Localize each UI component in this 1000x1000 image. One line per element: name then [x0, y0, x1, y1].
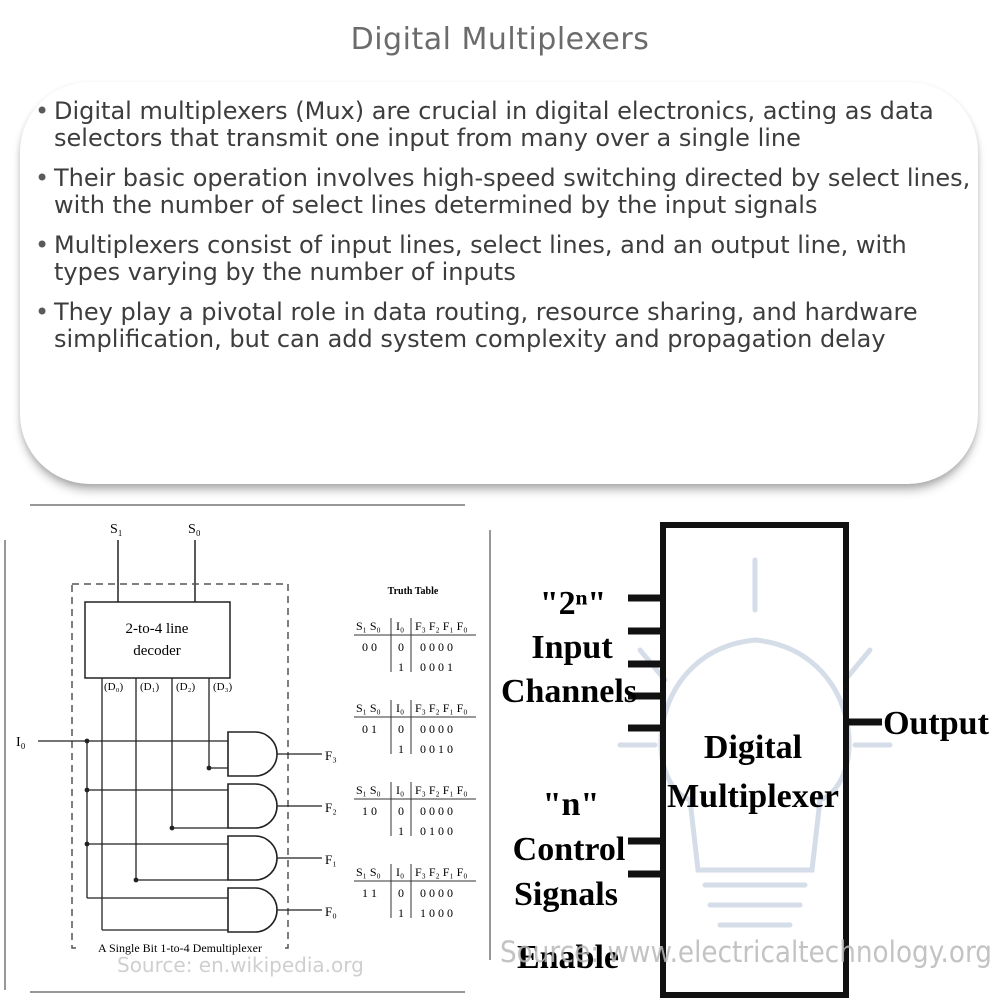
truth-table-input: 0 — [398, 886, 404, 900]
and-gate — [227, 835, 278, 881]
output-f3-label: F₃ — [325, 748, 337, 763]
truth-table-header: F₃ F₂ F₁ F₀ — [415, 701, 467, 715]
and-gate — [227, 783, 278, 829]
truth-table-input: 1 — [398, 906, 404, 920]
output-label: Output — [883, 705, 989, 742]
page-title: Digital Multiplexers — [350, 22, 650, 57]
enable-label: Enable — [517, 939, 619, 976]
truth-table-input: 0 — [398, 804, 404, 818]
output-f0-label: F₀ — [325, 904, 337, 919]
decoder-output-label: (D₁) — [140, 681, 159, 693]
truth-table-output: 0 0 0 0 — [420, 804, 453, 818]
signals-label: Signals — [514, 876, 618, 913]
truth-table: S₁ S₀ I₀ F₃ F₂ F₁ F₀ 0 0 0 0 0 0 0 1 0 0 0 1 S₁ … — [354, 618, 476, 920]
truth-table-header: I₀ — [396, 619, 404, 633]
truth-table-output: 1 0 0 0 — [420, 906, 453, 920]
control-label: Control — [513, 831, 626, 868]
truth-table-input: 0 — [398, 722, 404, 736]
bullet-text: Multiplexers consist of input lines, sel… — [54, 231, 907, 286]
bullet-text: Their basic operation involves high-spee… — [54, 164, 971, 219]
truth-table-input: 1 — [398, 660, 404, 674]
truth-table-input: 1 — [398, 824, 404, 838]
truth-table-select: 0 0 — [362, 640, 377, 654]
truth-table-input: 0 — [398, 640, 404, 654]
truth-table-header: F₃ F₂ F₁ F₀ — [415, 783, 467, 797]
truth-table-title: Truth Table — [388, 586, 439, 597]
truth-table-header: F₃ F₂ F₁ F₀ — [415, 619, 467, 633]
bullet-text: They play a pivotal role in data routing… — [54, 298, 918, 353]
decoder-box — [84, 601, 231, 679]
bullet-text: Digital multiplexers (Mux) are crucial i… — [54, 97, 934, 152]
truth-table-header: I₀ — [396, 783, 404, 797]
truth-table-header: I₀ — [396, 865, 404, 879]
bullet-item: •Their basic operation involves high-spe… — [35, 165, 975, 219]
demux-circuit-figure: S₁ S₀ 2-to-4 line decoder (D₀) (D₁) (D₂)… — [4, 504, 491, 993]
truth-table-header: S₁ S₀ — [356, 701, 381, 715]
decoder-label-line2: decoder — [133, 643, 180, 659]
truth-table-output: 0 0 0 1 — [420, 660, 453, 674]
truth-table-header: F₃ F₂ F₁ F₀ — [415, 865, 467, 879]
and-gate — [227, 731, 278, 777]
truth-table-header: S₁ S₀ — [356, 865, 381, 879]
truth-table-output: 0 1 0 0 — [420, 824, 453, 838]
truth-table-header: S₁ S₀ — [356, 619, 381, 633]
input-i0-label: I₀ — [16, 735, 26, 750]
select-s1-label: S₁ — [110, 522, 123, 537]
bullet-dot-icon: • — [35, 97, 50, 125]
input-count-label: "2ⁿ" — [540, 585, 607, 622]
decoder-output-label: (D₀) — [104, 681, 123, 693]
truth-table-output: 0 0 0 0 — [420, 640, 453, 654]
control-count-label: "n" — [543, 786, 600, 823]
bullet-dot-icon: • — [35, 231, 50, 259]
box-label-line1: Digital — [704, 729, 802, 766]
and-gate — [227, 887, 278, 933]
truth-table-select: 0 1 — [362, 722, 377, 736]
truth-table-select: 1 1 — [362, 886, 377, 900]
bullet-item: •They play a pivotal role in data routin… — [35, 299, 975, 353]
source-watermark: Source: www.electricaltechnology.org — [500, 935, 992, 969]
truth-table-output: 0 0 1 0 — [420, 742, 453, 756]
input-label: Input — [531, 629, 613, 666]
source-credit-left: Source: en.wikipedia.org — [117, 953, 364, 977]
truth-table-input: 1 — [398, 742, 404, 756]
output-f2-label: F₂ — [325, 800, 337, 815]
truth-table-header: S₁ S₀ — [356, 783, 381, 797]
decoder-output-label: (D₂) — [176, 681, 195, 693]
output-f1-label: F₁ — [325, 852, 337, 867]
decoder-output-label: (D₃) — [213, 681, 232, 693]
circuit-caption: A Single Bit 1-to-4 Demultiplexer — [98, 941, 262, 955]
box-label-line2: Multiplexer — [667, 778, 839, 815]
mux-block-figure: "2ⁿ" Input Channels "n" Control Signals … — [500, 522, 992, 998]
bullet-dot-icon: • — [35, 298, 50, 326]
multiplexer-box — [660, 522, 849, 998]
channels-label: Channels — [501, 673, 637, 710]
select-s0-label: S₀ — [188, 522, 201, 537]
summary-card — [20, 82, 978, 484]
truth-table-select: 1 0 — [362, 804, 377, 818]
bullet-item: •Digital multiplexers (Mux) are crucial … — [35, 98, 975, 152]
bullet-dot-icon: • — [35, 164, 50, 192]
bullet-item: •Multiplexers consist of input lines, se… — [35, 232, 975, 286]
bullet-list: •Digital multiplexers (Mux) are crucial … — [35, 98, 975, 366]
truth-table-output: 0 0 0 0 — [420, 886, 453, 900]
truth-table-header: I₀ — [396, 701, 404, 715]
decoder-label-line1: 2-to-4 line — [126, 621, 189, 637]
truth-table-output: 0 0 0 0 — [420, 722, 453, 736]
